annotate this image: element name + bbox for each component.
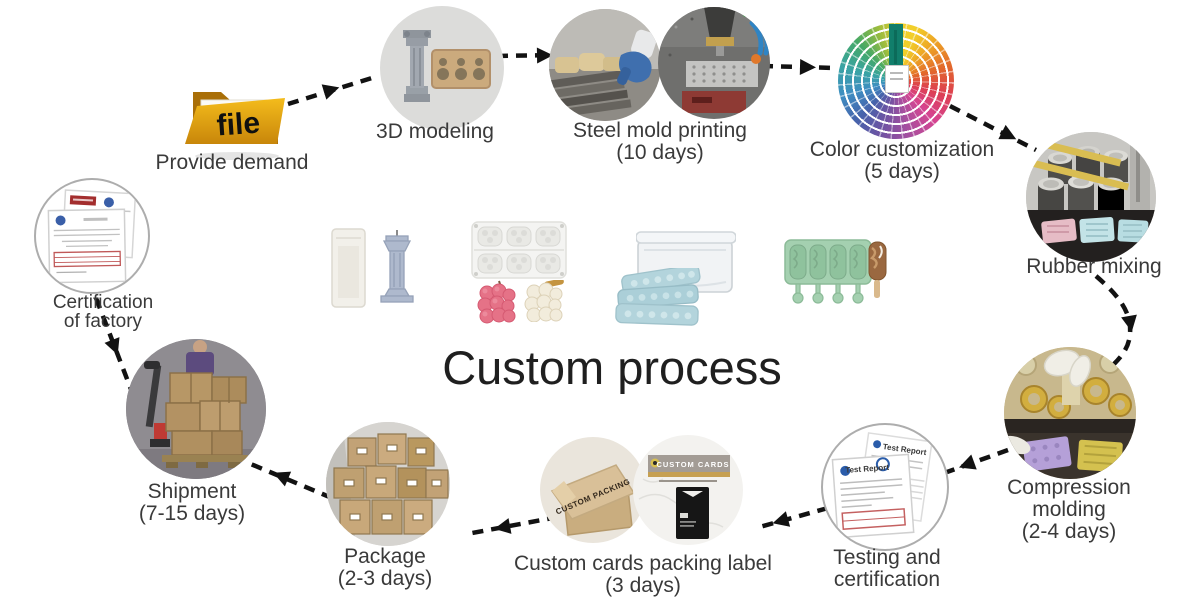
spindle-graphic xyxy=(704,7,736,56)
arrow-testing-to-cards xyxy=(755,505,829,531)
file-folder-icon: file xyxy=(185,92,285,160)
test-report-title: Test Report xyxy=(845,463,890,475)
slat-stack-graphic xyxy=(549,70,632,120)
pallet-graphic xyxy=(162,455,248,468)
arrowhead xyxy=(772,511,791,527)
arrow-compression-to-testing xyxy=(946,447,1009,475)
step-photo-package xyxy=(326,422,450,546)
arrowhead xyxy=(494,518,512,534)
product-ice-tray-stack-image xyxy=(615,268,701,326)
arrowhead xyxy=(799,59,816,75)
arrow-package-to-shipment xyxy=(245,459,333,501)
step-label-steel-mold-printing: Steel mold printing (10 days) xyxy=(573,119,747,164)
arrowhead xyxy=(958,454,977,470)
yellow-tray-graphic xyxy=(1077,439,1123,473)
kraft-box-graphic: CUSTOM PACKING xyxy=(550,464,636,536)
popsicle-graphic xyxy=(868,241,887,298)
column-mold-graphic xyxy=(403,30,431,102)
worker-graphic xyxy=(186,340,214,376)
step-label-certification-of-factory: Certification of factory xyxy=(52,292,154,332)
step-label-custom-cards: Custom cards packing label (3 days) xyxy=(514,552,772,597)
step-label-package: Package (2-3 days) xyxy=(337,545,433,590)
black-card-graphic xyxy=(676,487,709,539)
white-glove-graphic xyxy=(1043,349,1092,387)
step-photo-compression-molding xyxy=(1004,347,1136,479)
step-label-provide-demand: Provide demand xyxy=(155,151,309,174)
color-wheel-icon xyxy=(838,23,954,139)
step-label-compression-molding: Compression molding (2-4 days) xyxy=(1007,476,1131,543)
step-photo-custom-packing: CUSTOM PACKING xyxy=(540,437,646,543)
arrowhead xyxy=(321,84,340,100)
machine-base-graphic xyxy=(682,91,746,113)
certificate-front xyxy=(47,208,127,284)
arrow-cert-to-shipment xyxy=(93,297,135,393)
step-label-shipment: Shipment (7-15 days) xyxy=(138,480,246,525)
step-label-color-customization: Color customization (5 days) xyxy=(809,138,995,183)
cards-banner-graphic: CUSTOM CARDS xyxy=(648,455,730,482)
step-label-3d-modeling: 3D modeling xyxy=(376,120,494,143)
pallet-jack-graphic xyxy=(144,361,170,447)
pantone-card-graphic xyxy=(885,65,909,93)
folder-label: file xyxy=(216,107,262,143)
step-photo-shipment xyxy=(126,339,266,479)
product-white-bubble-candle-image xyxy=(524,280,564,322)
molded-trays-graphic xyxy=(1041,217,1149,244)
product-pouch-image xyxy=(331,228,366,308)
step-photo-3d-modeling xyxy=(380,6,504,130)
product-bubble-mold-tray-image xyxy=(471,221,567,279)
press-band-graphic xyxy=(1004,419,1136,433)
arrowhead xyxy=(273,471,292,487)
arrow-cards-to-package xyxy=(471,514,559,536)
step-photo-rubber-mixing xyxy=(1026,132,1156,262)
workpiece-plate-graphic xyxy=(686,61,758,87)
arrowhead xyxy=(998,124,1017,140)
arrow-rubber-to-compression xyxy=(1094,274,1133,366)
pantone-tab-graphic xyxy=(889,24,903,74)
product-pink-bubble-candle-image xyxy=(477,280,516,324)
step-photo-testing-certification: Test Report Test Report xyxy=(821,423,949,551)
arrowhead xyxy=(104,337,120,355)
test-report-front: Test Report xyxy=(831,453,915,539)
arrow-color-to-rubber xyxy=(948,103,1038,153)
arrowhead xyxy=(536,47,553,64)
step-photo-custom-cards: CUSTOM CARDS xyxy=(633,435,743,545)
custom-cards-banner-text: CUSTOM CARDS xyxy=(656,460,729,469)
arrowhead xyxy=(1121,314,1137,332)
step-label-testing-certification: Testing and certification xyxy=(833,546,941,591)
arrow-steel-to-color xyxy=(761,63,837,71)
box-stack-graphic xyxy=(165,372,247,456)
tube-tip-graphic xyxy=(751,54,761,64)
step-photo-steel-mold-cnc xyxy=(658,7,770,119)
box-stack-graphic xyxy=(333,433,449,535)
page-title: Custom process xyxy=(442,341,782,394)
product-popsicle-mold-image xyxy=(784,239,887,304)
step-photo-certification-of-factory xyxy=(34,178,150,294)
step-photo-steel-mold-workbench xyxy=(549,9,661,121)
product-pillar-candle-mold-image xyxy=(380,230,414,303)
tray-mold-graphic xyxy=(431,49,491,89)
step-label-rubber-mixing: Rubber mixing xyxy=(1026,255,1162,278)
purple-tray-graphic xyxy=(1022,436,1072,472)
blue-glove-graphic xyxy=(617,29,657,85)
